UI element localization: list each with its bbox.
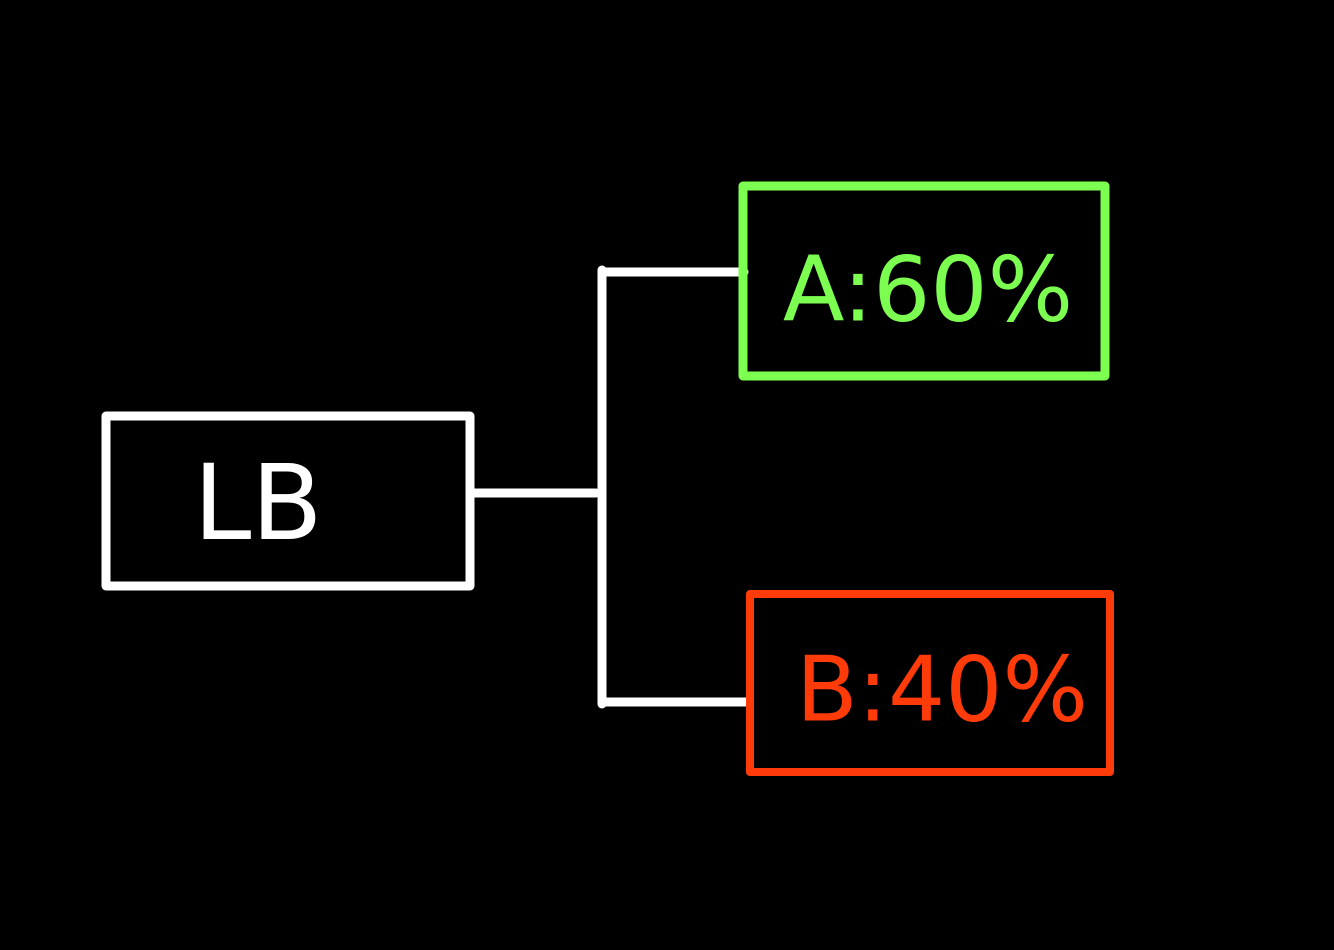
b-node: B:40% xyxy=(746,590,1114,776)
b-node-box xyxy=(746,590,1114,776)
lb-node-box xyxy=(101,411,475,591)
lb-node-label: LB xyxy=(193,442,322,564)
a-node: A:60% xyxy=(738,181,1110,381)
a-node-label: A:60% xyxy=(783,238,1073,343)
a-node-box xyxy=(738,181,1110,381)
connector-lines xyxy=(465,265,753,709)
b-node-label: B:40% xyxy=(796,638,1088,743)
lb-node: LB xyxy=(101,411,475,591)
